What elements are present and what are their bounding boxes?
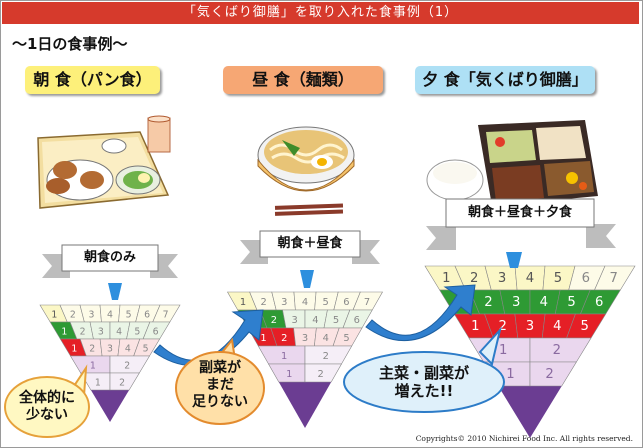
pyramid-cell-label: 1 <box>61 327 67 338</box>
pyramid-cell-label: 5 <box>343 333 349 344</box>
pyramid-cell-label: 1 <box>286 369 292 380</box>
ribbon-lunch-label: 朝食＋昼食 <box>277 236 343 251</box>
pyramid-cell-label: 5 <box>554 271 562 286</box>
pyramid-cell <box>529 361 577 387</box>
slide-subtitle: ～1日の食事例～ <box>12 35 128 53</box>
pyramid-cell-label: 5 <box>134 327 140 338</box>
down-arrow-icon <box>506 252 522 268</box>
pyramid-cell-label: 7 <box>163 310 169 321</box>
pyramid-cell-label: 1 <box>95 378 101 389</box>
pyramid-cell-label: 4 <box>312 315 318 326</box>
pyramid-cell-label: 2 <box>271 315 277 326</box>
pyramid-cell-label: 3 <box>291 315 297 326</box>
pyramid-cell-label: 4 <box>526 271 534 286</box>
pyramid-cell-label: 3 <box>107 344 113 355</box>
pyramid-cell-label: 2 <box>545 367 553 382</box>
breakfast-label: 朝 食（パン食） <box>25 66 160 94</box>
pyramid-cell-label: 3 <box>88 310 94 321</box>
pyramid-cell-label: 1 <box>51 310 57 321</box>
pyramid-cell-label: 1 <box>442 271 450 286</box>
ribbon-breakfast-label: 朝食のみ <box>83 250 136 265</box>
pyramid-cell-label: 5 <box>323 297 329 308</box>
ribbon-dinner-label: 朝食＋昼食＋夕食 <box>467 205 572 220</box>
slide-title: 「気くばり御膳」を取り入れた食事例（1） <box>2 2 639 24</box>
bubble-lunch-text: 副菜が まだ 足りない <box>192 360 248 410</box>
dinner-label: 夕 食「気くばり御膳」 <box>415 66 595 94</box>
pyramid-cell-label: 5 <box>126 310 132 321</box>
pyramid-cell-label: 1 <box>260 333 266 344</box>
pyramid-cell-label: 1 <box>506 367 514 382</box>
dinner-meal-box-image <box>426 120 598 206</box>
lunch-label: 昼 食（麺類） <box>223 66 383 94</box>
pyramid-cell-label: 5 <box>581 319 589 334</box>
ribbon-lunch <box>240 230 380 264</box>
pyramid-cell-label: 1 <box>90 361 96 372</box>
pyramid-cell-label: 2 <box>89 344 95 355</box>
pyramid-cell-label: 3 <box>302 333 308 344</box>
pyramid-cell-label: 1 <box>281 351 287 362</box>
ribbon-breakfast <box>42 244 178 278</box>
down-arrow-icon <box>300 270 314 288</box>
pyramid-cell-label: 2 <box>260 297 266 308</box>
bubble-breakfast-text: 全体的に 少ない <box>19 390 75 423</box>
curved-arrow-icon <box>365 284 476 342</box>
pyramid-cell-label: 6 <box>343 297 349 308</box>
pyramid-cell-label: 2 <box>70 310 76 321</box>
pyramid-cell-label: 4 <box>540 295 548 310</box>
pyramid-cell-label: 6 <box>354 315 360 326</box>
pyramid-cell-label: 3 <box>498 271 506 286</box>
pyramid-cell-label: 2 <box>498 319 506 334</box>
pyramid-cell-label: 2 <box>281 333 287 344</box>
pyramid-cell-label: 2 <box>470 271 478 286</box>
pyramid-cell-label: 1 <box>471 319 479 334</box>
bubble-dinner <box>343 326 505 413</box>
pyramid-cell <box>304 363 342 383</box>
pyramid-cell-label: 1 <box>71 344 77 355</box>
pyramid-cell-label: 6 <box>144 310 150 321</box>
pyramid-cell-label: 2 <box>553 343 561 358</box>
pyramid-cell-label: 6 <box>582 271 590 286</box>
pyramid-cell-label: 5 <box>143 344 149 355</box>
pyramid-cell-label: 5 <box>333 315 339 326</box>
pyramid-cell-label: 3 <box>526 319 534 334</box>
pyramid-cell-label: 2 <box>323 351 329 362</box>
pyramid-cell-label: 4 <box>553 319 561 334</box>
pyramid-cell-label: 7 <box>610 271 618 286</box>
pyramid-cell-label: 3 <box>281 297 287 308</box>
pyramid-cell-label: 6 <box>595 295 603 310</box>
pyramid-cell-label: 4 <box>302 297 308 308</box>
pyramid-cell-label: 2 <box>318 369 324 380</box>
pyramid-cell-label: 4 <box>107 310 113 321</box>
pyramid-cell-label: 6 <box>153 327 159 338</box>
pyramid-cell-label: 2 <box>80 327 86 338</box>
pyramid-cell-label: 2 <box>124 361 130 372</box>
breakfast-tray-image <box>37 115 171 209</box>
down-arrow-icon <box>108 283 122 300</box>
pyramid-cell-label: 2 <box>484 295 492 310</box>
bubble-lunch <box>175 337 265 425</box>
lunch-noodle-bowl-image <box>257 126 355 216</box>
pyramid-cell-label: 7 <box>364 297 370 308</box>
pyramid-cell-label: 1 <box>240 297 246 308</box>
pyramid-cell-label: 5 <box>567 295 575 310</box>
pyramid-cell-label: 3 <box>512 295 520 310</box>
ribbon-dinner <box>426 198 616 250</box>
pyramid-cell-label: 3 <box>98 327 104 338</box>
pyramid-cell-label: 1 <box>499 343 507 358</box>
pyramid-cell-label: 4 <box>323 333 329 344</box>
pyramid-cell-label: 4 <box>116 327 122 338</box>
copyright-notice: Copyrights© 2010 Nichirei Food Inc. All … <box>415 434 633 443</box>
pyramid-cell-label: 2 <box>119 378 125 389</box>
bubble-dinner-text: 主菜・副菜が 増えた!! <box>378 364 469 400</box>
pyramid-cell-label: 4 <box>125 344 131 355</box>
bubble-breakfast <box>4 364 90 438</box>
pyramid-cell <box>109 372 140 391</box>
